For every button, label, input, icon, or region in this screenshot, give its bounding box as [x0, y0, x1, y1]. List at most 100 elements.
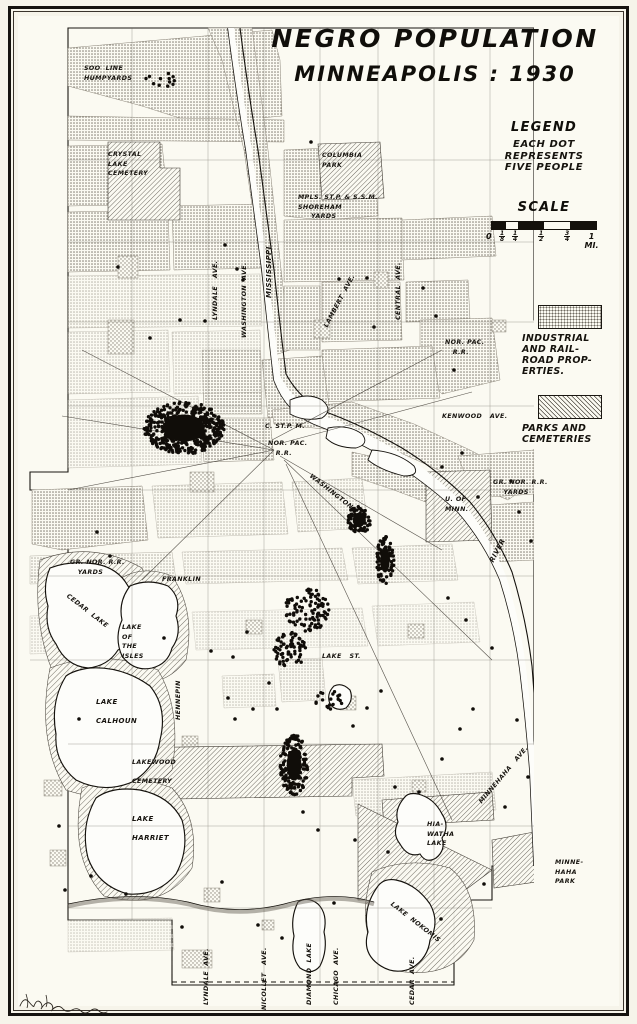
population-dot — [313, 601, 318, 605]
lake-harriet — [84, 788, 186, 895]
population-dot — [256, 923, 260, 927]
population-dot — [376, 555, 380, 559]
population-dot — [379, 572, 383, 577]
scale-tick-0: 0 — [486, 231, 492, 241]
population-dot — [292, 785, 297, 790]
population-dot — [301, 810, 305, 814]
population-dot — [184, 405, 188, 409]
population-dot — [326, 602, 330, 606]
population-dot — [339, 701, 344, 706]
population-dot — [316, 694, 320, 698]
population-dot — [284, 646, 289, 650]
population-dot — [308, 624, 312, 628]
map-label-c-stp-m: C. ST.P. M. — [265, 423, 305, 430]
population-dot — [384, 535, 388, 539]
map-label-kenwood-ave: KENWOOD AVE. — [442, 413, 508, 420]
population-dot — [289, 790, 293, 794]
population-dot — [323, 615, 327, 620]
population-dot — [287, 650, 291, 654]
population-dot — [300, 739, 304, 743]
population-dot — [282, 633, 286, 638]
population-dot — [289, 642, 293, 646]
map-label-franklin-ave: FRANKLIN — [162, 576, 201, 583]
population-dot — [186, 446, 191, 451]
population-dot — [315, 612, 320, 616]
map-label-lake-harriet: LAKE HARRIET — [132, 815, 170, 842]
population-dot — [309, 140, 313, 144]
population-dot — [348, 521, 352, 525]
population-dot — [365, 276, 369, 280]
legend-dot-description: EACH DOT REPRESENTS FIVE PEOPLE — [504, 139, 584, 173]
population-dot — [116, 265, 120, 269]
population-dot — [293, 633, 297, 638]
population-dot — [180, 446, 185, 450]
population-dot — [331, 702, 335, 707]
population-dot — [279, 640, 283, 644]
population-dot — [293, 649, 297, 653]
population-dot — [304, 617, 308, 621]
population-dot — [446, 596, 450, 600]
map-label-lakewood-cemetery: LAKEWOOD CEMETERY — [132, 759, 177, 785]
map-label-lake-of-the-isles: LAKE OF THE ISLES — [122, 624, 144, 660]
population-dot — [281, 659, 285, 663]
population-dot — [313, 607, 317, 612]
population-dot — [310, 609, 314, 613]
population-dot — [193, 410, 197, 415]
population-dot — [166, 412, 170, 416]
population-dot — [291, 620, 296, 624]
population-dot — [276, 651, 280, 656]
population-dot — [294, 792, 299, 796]
population-dot — [162, 404, 166, 409]
map-label-gr-nor-rr-yards-e: GR. NOR. R.R. YARDS — [493, 479, 548, 496]
population-dot — [275, 654, 279, 659]
population-dot — [277, 636, 281, 640]
population-dot — [332, 901, 336, 905]
population-dot — [209, 411, 214, 415]
scale-tick-5: 1 MI. — [584, 231, 599, 250]
population-dot — [213, 414, 217, 418]
population-dot — [327, 608, 331, 612]
map-label-gr-nor-rr-yards-w: GR. NOR. R.R. YARDS — [70, 559, 125, 576]
population-dot — [285, 787, 289, 791]
population-dot — [145, 428, 150, 432]
population-dot — [515, 718, 519, 722]
population-dot — [353, 525, 357, 529]
population-dot — [377, 563, 381, 567]
population-dot — [290, 638, 294, 643]
population-dot — [168, 447, 172, 451]
population-dot — [233, 717, 237, 721]
population-dot — [288, 738, 292, 742]
population-dot — [280, 936, 284, 940]
population-dot — [458, 727, 462, 731]
population-dot — [304, 764, 309, 768]
parks-swatch-label: PARKS AND CEMETERIES — [522, 423, 592, 445]
population-dot — [299, 599, 303, 603]
population-dot — [366, 515, 371, 519]
population-dot — [290, 630, 294, 635]
population-dot — [372, 325, 376, 329]
population-dots — [57, 71, 533, 940]
population-dot — [181, 408, 185, 412]
population-dot — [279, 644, 283, 648]
population-dot — [210, 417, 214, 422]
population-dot — [281, 655, 285, 659]
population-dot — [160, 429, 164, 434]
population-dot — [276, 646, 280, 650]
population-dot — [221, 420, 225, 424]
population-dot — [300, 605, 304, 610]
population-dot — [216, 433, 220, 437]
population-dot — [215, 438, 219, 442]
population-dot — [282, 662, 286, 667]
population-dot-core — [352, 512, 366, 528]
population-dot — [307, 627, 311, 631]
population-dot — [204, 416, 208, 420]
population-dot — [297, 605, 302, 609]
population-dot — [349, 508, 353, 512]
lake-calhoun — [53, 667, 163, 789]
population-dot — [149, 436, 153, 440]
map-label-washington-ave-n: WASHINGTON AVE. — [241, 262, 248, 338]
population-dot — [297, 655, 302, 659]
population-dot — [166, 84, 170, 88]
population-dot — [471, 707, 475, 711]
